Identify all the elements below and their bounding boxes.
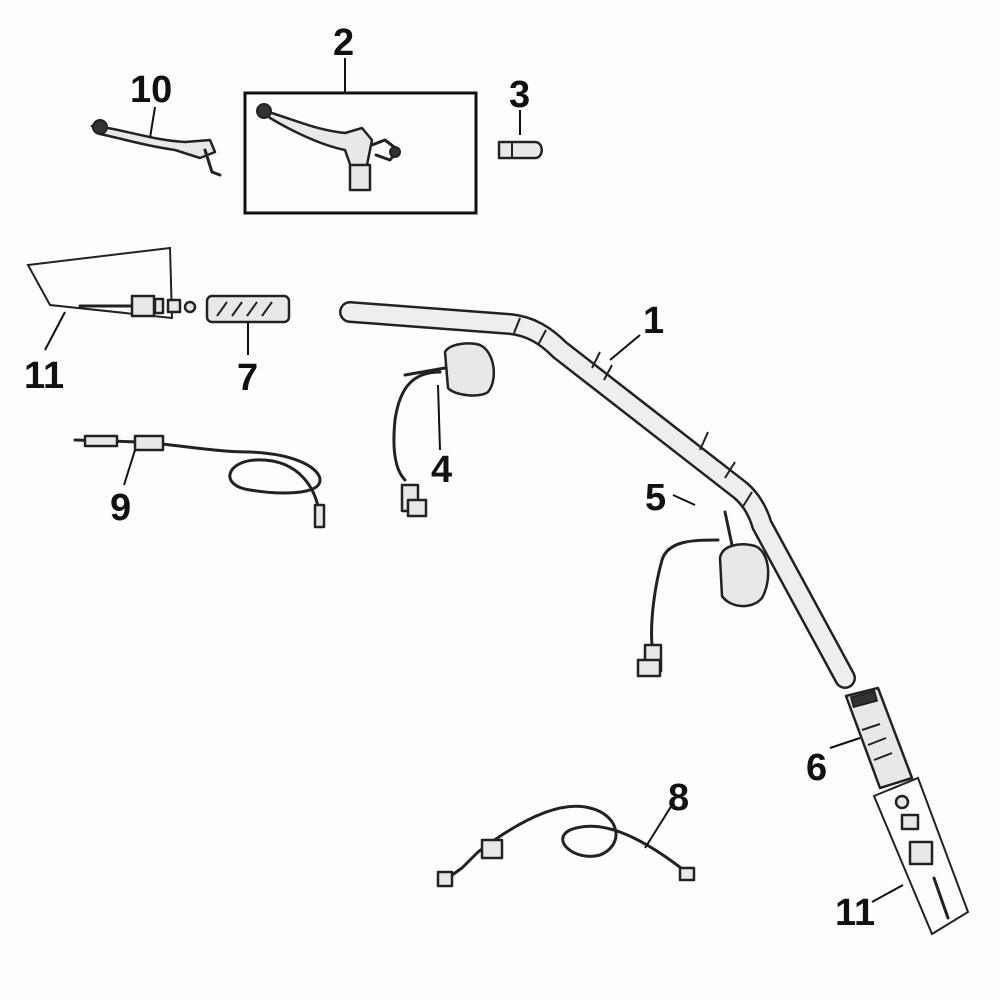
callout-1: 1 xyxy=(643,300,664,342)
part-cable-8 xyxy=(436,804,696,888)
callout-9: 9 xyxy=(110,487,131,529)
leader-6 xyxy=(829,737,861,749)
leader-5 xyxy=(672,494,696,506)
callout-2: 2 xyxy=(333,22,354,64)
part-lever-assembly-2 xyxy=(243,91,478,215)
part-bar-end-kit-11b xyxy=(872,776,970,936)
part-grip-7 xyxy=(205,294,291,324)
callout-7: 7 xyxy=(237,357,258,399)
leader-1 xyxy=(609,334,641,361)
leader-11b xyxy=(871,884,904,903)
part-handlebar-1 xyxy=(339,301,856,689)
leader-lines xyxy=(44,58,904,903)
part-bar-end-kit-11a xyxy=(26,246,197,320)
callout-5: 5 xyxy=(645,477,666,519)
leader-10 xyxy=(149,106,156,139)
callout-11b: 11 xyxy=(835,892,875,934)
callout-6: 6 xyxy=(806,747,827,789)
leader-11a xyxy=(44,311,66,351)
part-right-switch-5 xyxy=(636,510,770,678)
part-clamp-3 xyxy=(497,140,543,160)
callout-8: 8 xyxy=(668,777,689,819)
part-lever-10 xyxy=(90,119,222,177)
callout-11a: 11 xyxy=(24,355,64,397)
leader-8 xyxy=(644,804,673,849)
leader-4 xyxy=(437,384,441,451)
callout-10: 10 xyxy=(130,69,172,111)
part-right-grip-6 xyxy=(844,686,914,790)
leader-9 xyxy=(123,449,136,486)
part-left-switch-4 xyxy=(392,342,496,518)
part-cable-9 xyxy=(73,434,326,529)
callout-4: 4 xyxy=(431,449,452,491)
callout-3: 3 xyxy=(509,74,530,116)
